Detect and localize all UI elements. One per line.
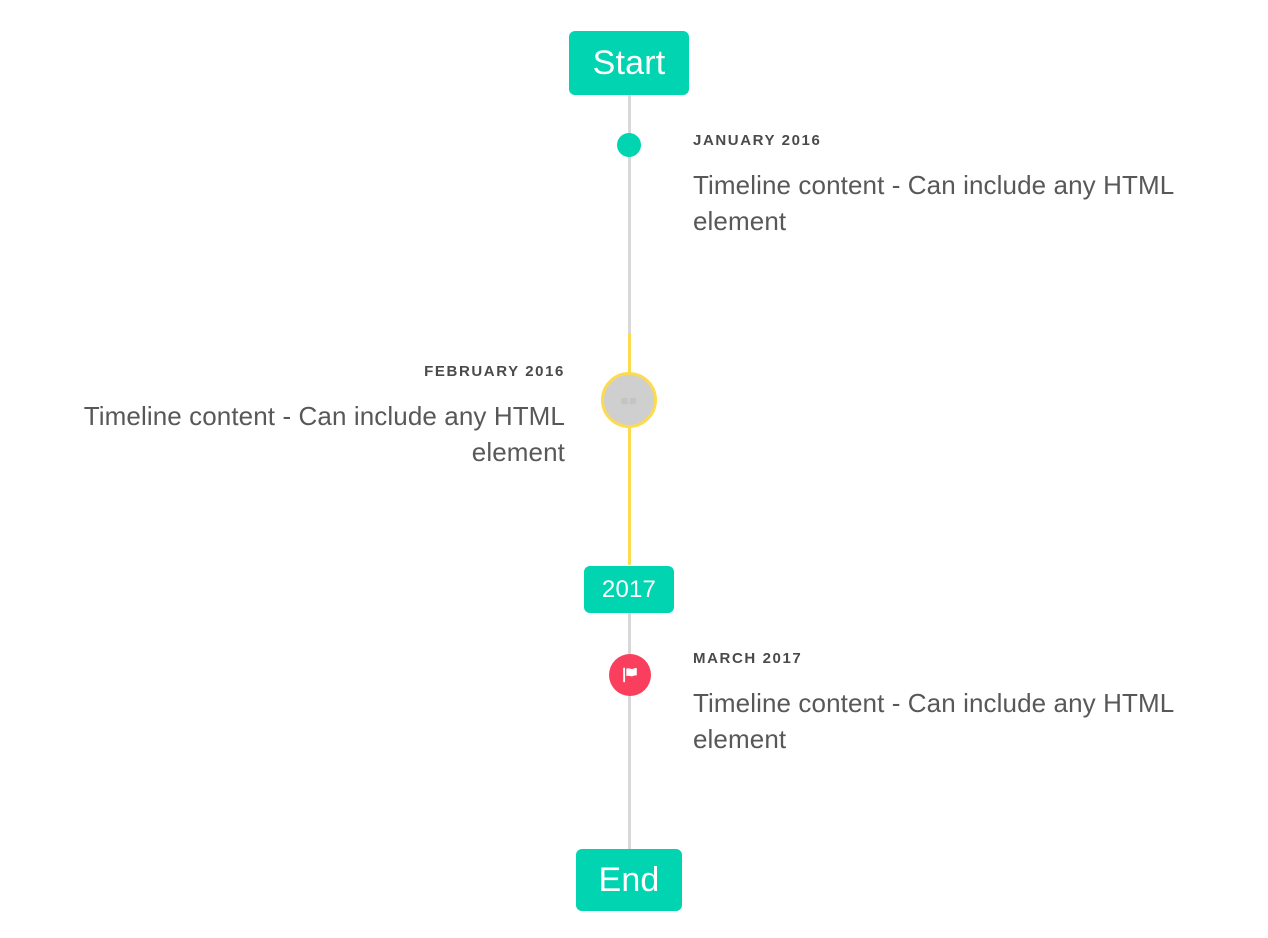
dot-marker[interactable] (617, 133, 641, 157)
flag-icon (623, 667, 637, 683)
timeline-entry-january-2016: JANUARY 2016 Timeline content - Can incl… (693, 132, 1233, 240)
timeline-entry-date: FEBRUARY 2016 (424, 363, 565, 380)
timeline-entry-body: Timeline content - Can include any HTML … (83, 401, 565, 467)
timeline-end-label: End (598, 861, 660, 899)
timeline-line-segment-highlighted (628, 333, 631, 565)
timeline-entry-february-2016: FEBRUARY 2016 Timeline content - Can inc… (25, 363, 565, 471)
timeline-start-badge[interactable]: Start (569, 31, 689, 95)
timeline-entry-body: Timeline content - Can include any HTML … (693, 170, 1174, 236)
timeline-year-divider-badge[interactable]: 2017 (584, 566, 674, 613)
timeline-line-segment-top (628, 95, 631, 335)
timeline-entry-body: Timeline content - Can include any HTML … (693, 688, 1174, 754)
timeline-year-divider-label: 2017 (601, 575, 657, 603)
ring-marker[interactable]: ■■ (601, 372, 657, 428)
flag-marker[interactable] (609, 654, 651, 696)
timeline-entry-date: MARCH 2017 (693, 650, 803, 667)
image-placeholder-icon: ■■ (620, 392, 638, 408)
timeline-entry-date: JANUARY 2016 (693, 132, 822, 149)
timeline-entry-march-2017: MARCH 2017 Timeline content - Can includ… (693, 650, 1233, 758)
timeline-line-segment-bottom (628, 613, 631, 851)
timeline-end-badge[interactable]: End (576, 849, 682, 911)
timeline-start-label: Start (592, 44, 666, 82)
